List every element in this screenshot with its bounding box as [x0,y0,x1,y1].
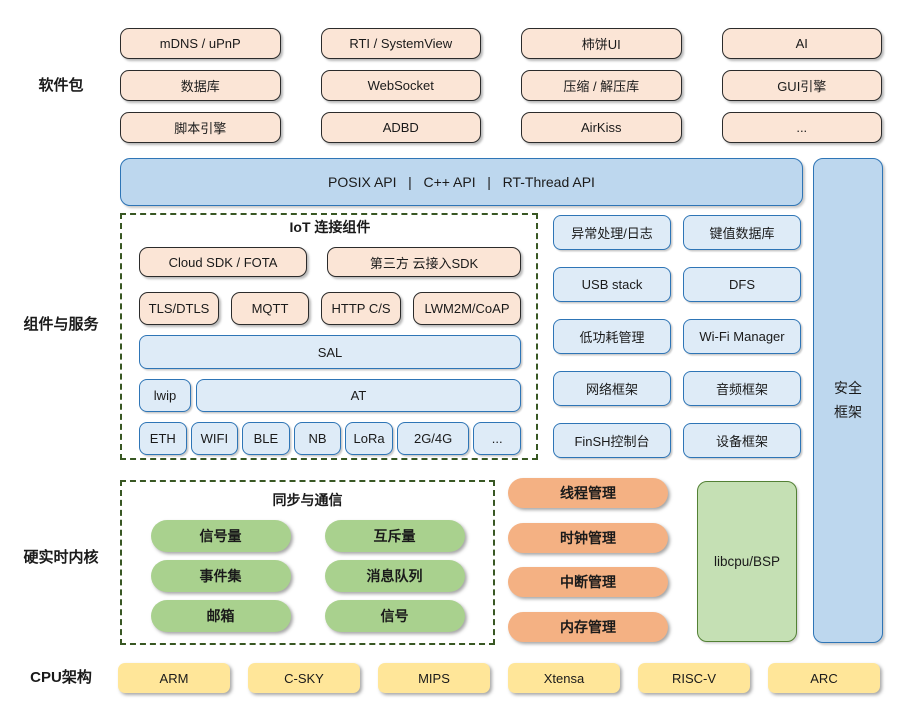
iot-box: MQTT [231,292,309,325]
link-box: BLE [242,422,290,455]
service-box: USB stack [553,267,671,302]
service-box: DFS [683,267,801,302]
lwip-box: lwip [139,379,191,412]
sync-ipc-title: 同步与通信 [272,492,343,508]
layer-label-cpu-architecture: CPU架构 [30,669,92,686]
cpu-arch-box: ARC [768,663,880,693]
security-framework-bar: 安全框架 [813,158,883,643]
kernel-management-column: 线程管理 时钟管理 中断管理 内存管理 [508,478,668,642]
service-box: Wi-Fi Manager [683,319,801,354]
kernel-mgmt-box: 中断管理 [508,567,668,598]
service-box: FinSH控制台 [553,423,671,458]
iot-box: Cloud SDK / FOTA [139,247,307,277]
layer-label-realtime-kernel: 硬实时内核 [23,549,99,566]
iot-box: 第三方 云接入SDK [327,247,521,277]
iot-cloud-row: Cloud SDK / FOTA 第三方 云接入SDK [139,247,521,277]
iot-stack-row: lwip AT [139,379,521,412]
package-box: 柿饼UI [521,28,682,59]
package-box: GUI引擎 [721,70,882,101]
package-box: RTI / SystemView [320,28,481,59]
kernel-mgmt-box: 线程管理 [508,478,668,508]
link-box: ETH [139,422,187,455]
ipc-box: 信号 [324,600,465,632]
cpu-arch-box: C-SKY [248,663,360,693]
link-box: NB [293,422,342,455]
service-box: 网络框架 [553,371,671,406]
services-grid: 异常处理/日志 键值数据库 USB stack DFS 低功耗管理 Wi-Fi … [553,215,801,458]
software-packages-grid: mDNS / uPnP RTI / SystemView 柿饼UI AI 数据库… [120,28,882,143]
security-framework-label: 安全框架 [834,379,862,420]
service-box: 音频框架 [683,371,801,406]
at-box: AT [196,379,521,412]
package-box: ... [721,112,882,143]
service-box: 低功耗管理 [553,319,671,354]
package-box: AI [721,28,882,59]
iot-components-group: IoT 连接组件 Cloud SDK / FOTA 第三方 云接入SDK TLS… [120,213,538,460]
cpu-arch-box: RISC-V [638,663,750,693]
package-box: 压缩 / 解压库 [521,70,682,101]
package-box: AirKiss [521,112,682,143]
kernel-mgmt-box: 时钟管理 [508,522,668,553]
service-box: 设备框架 [683,423,801,458]
ipc-box: 消息队列 [324,560,465,592]
package-box: 数据库 [120,70,281,101]
ipc-box: 事件集 [150,560,291,592]
sync-ipc-group: 同步与通信 信号量 互斥量 事件集 消息队列 邮箱 信号 [120,480,495,645]
libcpu-bsp-box: libcpu/BSP [697,481,797,642]
link-box: 2G/4G [396,422,470,455]
layer-label-components-services: 组件与服务 [23,316,99,333]
cpu-arch-box: Xtensa [508,663,620,693]
link-box: ... [473,422,521,455]
iot-box: LWM2M/CoAP [413,292,521,325]
service-box: 键值数据库 [683,215,801,250]
link-box: LoRa [345,422,393,455]
cpu-arch-box: ARM [118,663,230,693]
package-box: ADBD [320,112,481,143]
iot-box: TLS/DTLS [139,292,219,325]
api-bar: POSIX API | C++ API | RT-Thread API [120,158,803,206]
kernel-mgmt-box: 内存管理 [508,611,668,642]
ipc-box: 互斥量 [324,520,465,552]
cpu-architectures-row: ARM C-SKY MIPS Xtensa RISC-V ARC [118,663,880,693]
sync-ipc-grid: 信号量 互斥量 事件集 消息队列 邮箱 信号 [150,520,465,632]
package-box: 脚本引擎 [120,112,281,143]
ipc-box: 邮箱 [150,600,291,632]
layer-label-software-packages: 软件包 [38,77,84,94]
iot-sal-row: SAL [139,335,521,369]
link-box: WIFI [190,422,239,455]
package-box: mDNS / uPnP [120,28,281,59]
sal-box: SAL [139,335,521,369]
iot-box: HTTP C/S [321,292,401,325]
ipc-box: 信号量 [150,520,291,552]
cpu-arch-box: MIPS [378,663,490,693]
iot-group-title: IoT 连接组件 [289,219,371,235]
package-box: WebSocket [320,70,481,101]
iot-link-row: ETH WIFI BLE NB LoRa 2G/4G ... [139,422,521,455]
service-box: 异常处理/日志 [553,215,671,250]
iot-protocol-row: TLS/DTLS MQTT HTTP C/S LWM2M/CoAP [139,292,521,325]
